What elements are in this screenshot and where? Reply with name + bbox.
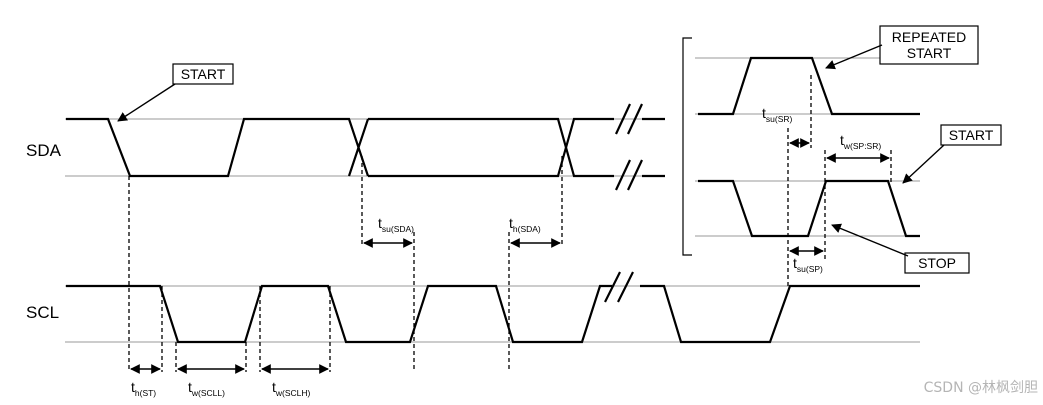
scl-waveform — [66, 271, 920, 344]
inset-bracket — [682, 37, 692, 256]
tsu-sr-label: tsu(SR) — [762, 105, 793, 124]
svg-text:START: START — [949, 127, 994, 143]
tsu-sp-label: tsu(SP) — [793, 255, 823, 274]
th-sda-label: th(SDA) — [509, 215, 541, 234]
tw-spsr-label: tw(SP:SR) — [840, 132, 881, 151]
sda-label: SDA — [26, 141, 62, 160]
svg-text:START: START — [907, 45, 952, 61]
watermark: CSDN @林枫剑胆 — [924, 380, 1038, 396]
start-right-callout: START — [902, 124, 1002, 184]
start-callout: START — [117, 63, 234, 122]
guide-lines — [128, 75, 892, 372]
reference-levels — [65, 57, 920, 343]
tw-scll-label: tw(SCLL) — [188, 379, 225, 398]
svg-text:START: START — [181, 66, 226, 82]
svg-text:REPEATED: REPEATED — [892, 29, 966, 45]
th-st-label: th(ST) — [131, 379, 156, 398]
scl-label: SCL — [26, 303, 59, 322]
repeated-start-waveform — [698, 56, 920, 116]
sda-waveform — [66, 103, 665, 191]
svg-text:STOP: STOP — [918, 255, 956, 271]
stop-callout: STOP — [831, 223, 970, 274]
tw-sclh-label: tw(SCLH) — [272, 379, 311, 398]
repeated-start-callout: REPEATED START — [825, 25, 979, 70]
tsu-sda-label: tsu(SDA) — [378, 215, 414, 234]
stop-start-waveform — [698, 179, 920, 238]
measurement-arrows — [130, 138, 890, 374]
